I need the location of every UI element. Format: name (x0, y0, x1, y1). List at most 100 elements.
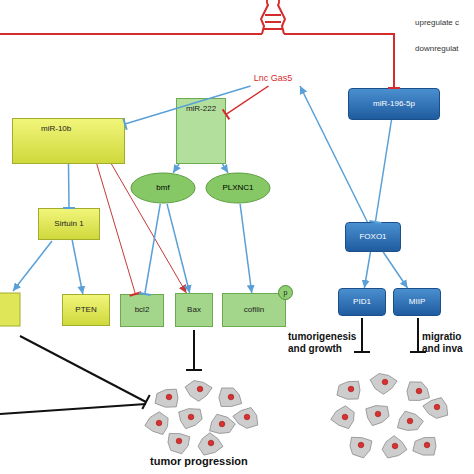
node-label: cofilin (244, 306, 264, 315)
protein-box: bcl2 (120, 294, 164, 327)
node-label: FOXO1 (359, 233, 386, 242)
cropped-box (0, 293, 20, 326)
cell-nucleus (424, 442, 430, 448)
mirna-box: miR-10b (12, 118, 125, 164)
activation-arrow (72, 240, 83, 294)
protein-box: Bax (175, 293, 213, 327)
node-label: PTEN (75, 306, 96, 315)
activation-arrow (383, 252, 407, 288)
node-label: PLXNC1 (222, 184, 253, 193)
activation-arrow (364, 252, 370, 288)
cell-nucleus (358, 442, 364, 448)
protein-box: cofilinp (222, 293, 286, 327)
node-label: miR-10b (41, 125, 71, 134)
inhibition-line (226, 86, 269, 114)
cell-shape (413, 437, 436, 455)
tumor-cells (145, 373, 448, 458)
activation-arrow (173, 164, 179, 173)
cell-nucleus (228, 394, 234, 400)
inhibition-line (375, 120, 391, 222)
cell-nucleus (208, 440, 214, 446)
cell-nucleus (416, 388, 422, 394)
inhibition-line (97, 164, 136, 294)
inhibition-line (20, 336, 146, 402)
node-label: Bax (187, 306, 201, 315)
cell-shape (350, 437, 372, 458)
hairpin-outline (228, 0, 318, 86)
inhibition-line (361, 318, 363, 352)
cell-shape (198, 433, 223, 455)
cell-nucleus (382, 379, 388, 385)
cell-nucleus (342, 414, 348, 420)
circle-shape (279, 286, 293, 300)
cell-shape (168, 433, 190, 453)
ellipse-shape (206, 173, 270, 203)
cell-nucleus (188, 414, 194, 420)
cell-nucleus (197, 386, 203, 392)
ellipse-shape (131, 173, 195, 203)
cell-nucleus (407, 418, 413, 424)
node-label: miR-196-5p (373, 100, 415, 109)
cell-nucleus (156, 420, 162, 426)
protein-box: Sirtuin 1 (38, 208, 100, 240)
outcome-label: tumorigenesis and growth (288, 331, 354, 354)
cell-shape (331, 406, 354, 429)
node-label: bcl2 (135, 306, 150, 315)
inhibition-line (417, 318, 419, 352)
cell-shape (185, 381, 212, 402)
cell-nucleus (176, 438, 182, 444)
inhibition-line (68, 164, 70, 208)
node-label: p (284, 289, 288, 297)
cell-shape (145, 412, 168, 435)
activation-arrow (167, 204, 190, 293)
inhibition-line (193, 330, 195, 370)
inhibition-line (145, 204, 160, 294)
lncrna-node: Lnc Gas5 (228, 0, 318, 86)
protein-box: MIIP (393, 288, 441, 316)
cell-shape (179, 409, 202, 429)
cell-shape (382, 436, 407, 458)
node-label: PID1 (353, 298, 371, 307)
cell-shape (219, 388, 242, 406)
cell-shape (397, 411, 423, 430)
cell-nucleus (348, 386, 354, 392)
hairpin-symbol (261, 0, 285, 34)
protein-box: PID1 (338, 288, 386, 316)
cell-shape (210, 414, 236, 433)
cell-nucleus (392, 443, 398, 449)
activation-arrow (240, 204, 252, 293)
cell-shape (407, 382, 430, 400)
cell-nucleus (244, 414, 250, 420)
cell-shape (233, 408, 258, 429)
cell-nucleus (166, 394, 172, 400)
gene-ellipse: PLXNC1 (205, 172, 271, 204)
inhibition-line (0, 404, 146, 414)
inhibition-line (284, 34, 394, 88)
legend-entry: downregulat (415, 44, 459, 53)
cell-shape (366, 406, 389, 426)
activation-arrow (222, 164, 228, 173)
node-label: MIIP (409, 298, 425, 307)
legend-entry: upregulate c (415, 18, 459, 27)
outcome-label: migratio and inva (422, 331, 472, 354)
cell-shape (155, 389, 178, 407)
inhibition-line (0, 33, 262, 35)
phospho-circle: p (278, 285, 293, 300)
mirna-box: miR-222 (176, 98, 226, 164)
mirna-box: miR-196-5p (348, 88, 440, 120)
activation-arrow (13, 241, 52, 291)
protein-box: FOXO1 (345, 222, 401, 252)
outcome-label: tumor progression (150, 455, 270, 468)
cell-nucleus (219, 421, 225, 427)
cell-shape (370, 373, 397, 394)
gene-ellipse: bmf (130, 172, 196, 204)
cell-shape (337, 381, 360, 399)
node-label: bmf (156, 184, 169, 193)
protein-box: PTEN (62, 294, 110, 326)
node-label: miR-222 (186, 105, 216, 114)
cell-nucleus (434, 404, 440, 410)
cell-shape (423, 398, 448, 419)
cell-nucleus (375, 411, 381, 417)
node-label: Lnc Gas5 (254, 74, 293, 84)
